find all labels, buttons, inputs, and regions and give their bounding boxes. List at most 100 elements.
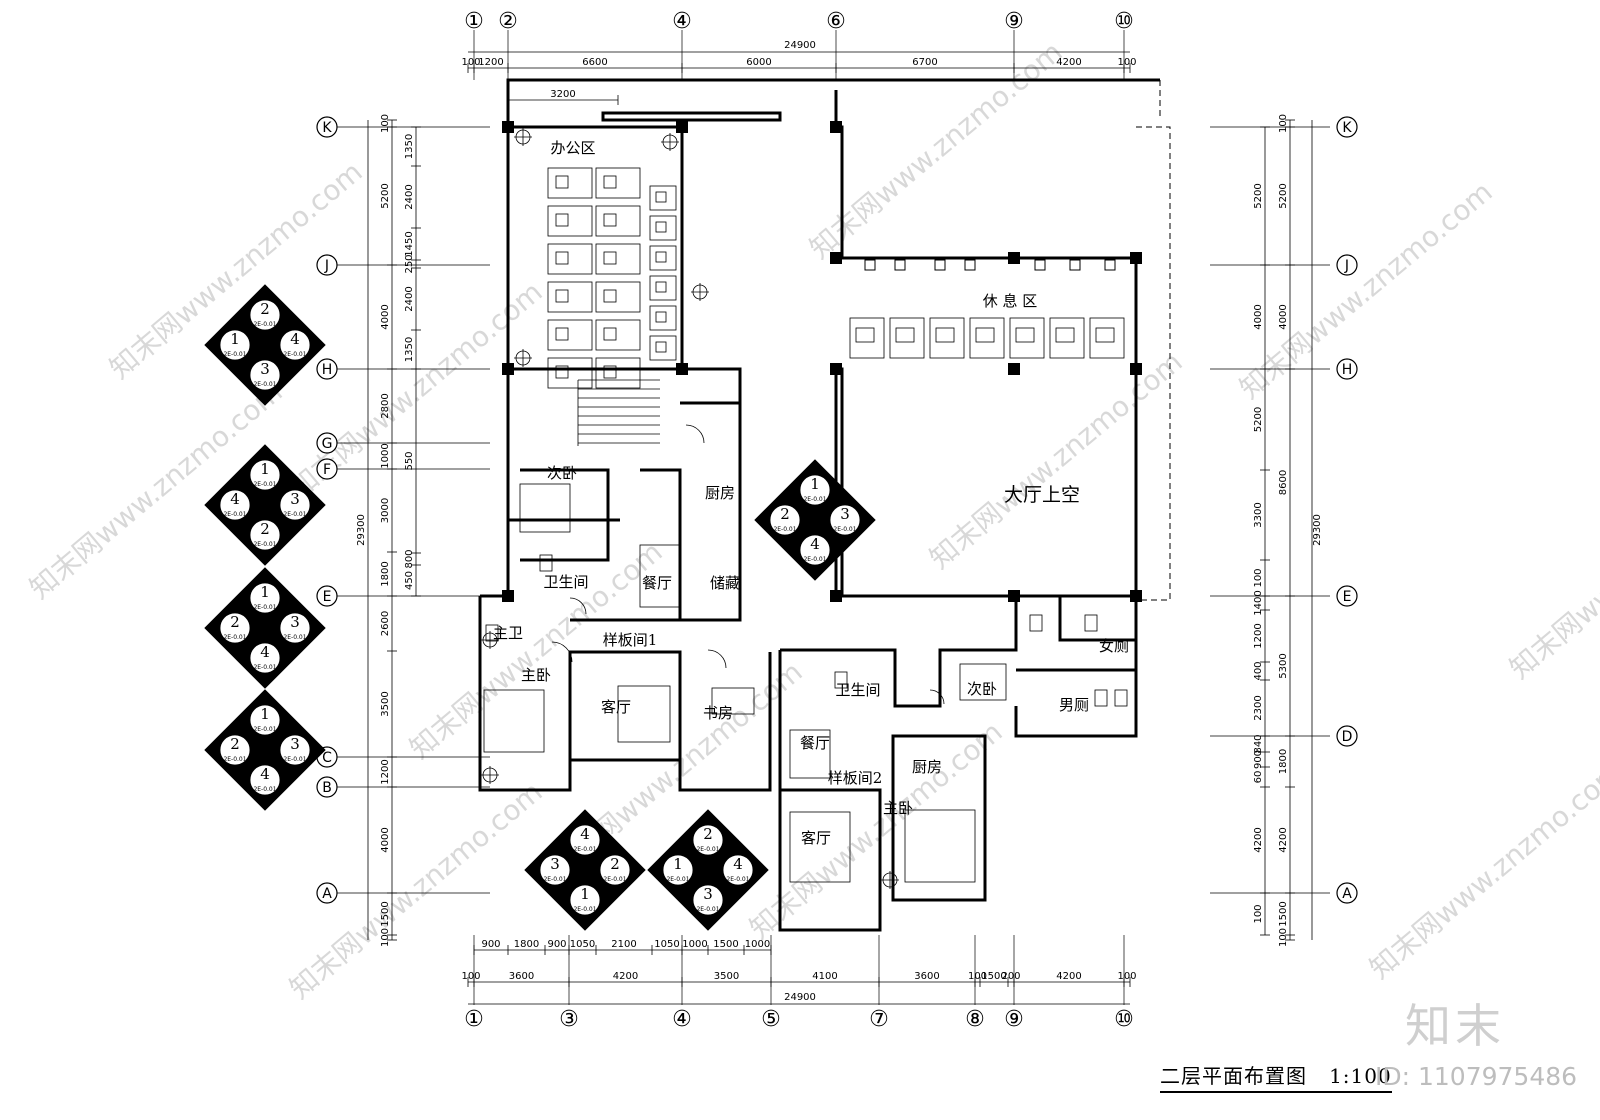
right-dim-inner-value: 400 — [1253, 661, 1264, 680]
left-dim-outer-value: 3500 — [380, 691, 391, 716]
left-total-dim: 29300 — [356, 514, 367, 546]
axis-row-right — [1336, 882, 1358, 904]
axis-row-left-label: F — [323, 462, 331, 478]
index-ref: 2E-0.01 — [696, 906, 719, 913]
top-dim-value: 1200 — [478, 57, 503, 68]
plant-leaves — [514, 349, 532, 367]
door-swing — [569, 597, 587, 615]
index-number: 4 — [733, 855, 743, 873]
index-ref: 2E-0.01 — [253, 786, 276, 793]
index-circle — [219, 734, 251, 766]
index-ref: 2E-0.01 — [283, 351, 306, 358]
axis-row-left-label: B — [322, 780, 332, 796]
index-ref: 2E-0.01 — [543, 876, 566, 883]
bottom-dim-2-value: 3600 — [914, 971, 939, 982]
top-total-dim: 24900 — [784, 40, 816, 51]
axis-row-left — [316, 358, 338, 380]
axis-bottom-label: ⑩ — [1114, 1007, 1134, 1032]
furniture — [481, 128, 1128, 889]
right-dim-outer-value: 100 — [1278, 928, 1289, 947]
index-number: 3 — [290, 613, 300, 631]
axis-row-right — [1336, 585, 1358, 607]
wall-13 — [778, 788, 882, 932]
office-chair — [555, 365, 569, 379]
index-ref: 2E-0.01 — [573, 906, 596, 913]
room-label: 样板间2 — [828, 769, 883, 787]
toilet — [1114, 689, 1128, 707]
office-chair — [655, 221, 667, 233]
bottom-dim-2-value: 100 — [1117, 971, 1136, 982]
toilet — [1029, 614, 1043, 632]
right-dim-inner-value: 2300 — [1253, 695, 1264, 720]
title-text: 二层平面布置图 — [1160, 1064, 1307, 1088]
office-desk-right — [649, 215, 677, 241]
watermark-text: 知末网www.znzmo.com — [403, 535, 668, 765]
window-box — [964, 259, 976, 271]
index-ref: 2E-0.01 — [603, 876, 626, 883]
room-label: 男厕 — [1059, 696, 1089, 714]
left-dim-inner-value: 2400 — [404, 184, 415, 209]
room-label: 主卧 — [883, 799, 913, 817]
index-number: 1 — [230, 330, 240, 348]
room-label: 厨房 — [912, 758, 942, 776]
left-dim-outer-value: 5200 — [380, 183, 391, 208]
office-chair — [655, 191, 667, 203]
index-ref: 2E-0.01 — [726, 876, 749, 883]
index-circle — [692, 884, 724, 916]
wall-16 — [1058, 596, 1136, 642]
wall-10 — [520, 468, 610, 562]
right-dim-inner-value: 4000 — [1253, 304, 1264, 329]
office-chair — [655, 311, 667, 323]
index-ref: 2E-0.01 — [803, 496, 826, 503]
room-label: 大厅上空 — [1004, 484, 1080, 506]
watermark-text: 知末网www.znzmo.com — [1363, 755, 1600, 985]
index-circle — [769, 504, 801, 536]
index-circle — [279, 734, 311, 766]
right-dim-inner-value: 1400 — [1253, 590, 1264, 615]
index-ref: 2E-0.01 — [223, 351, 246, 358]
lounge-sofa — [889, 317, 925, 359]
axis-bottom-label: ⑨ — [1004, 1007, 1024, 1032]
axis-top-label: ④ — [672, 9, 692, 34]
room-label: 办公区 — [550, 139, 595, 157]
index-number: 1 — [810, 475, 820, 493]
index-circle — [249, 359, 281, 391]
lounge-sofa — [929, 317, 965, 359]
bed — [483, 689, 545, 753]
axis-bottom-label: ⑤ — [761, 1007, 781, 1032]
index-circle — [279, 329, 311, 361]
right-dim-inner-value: 5200 — [1253, 407, 1264, 432]
axis-row-right-label: D — [1342, 729, 1353, 745]
index-ref: 2E-0.01 — [253, 664, 276, 671]
room-label: 次卧 — [967, 680, 997, 698]
wall-12 — [780, 594, 1138, 738]
index-circle — [569, 824, 601, 856]
column — [502, 121, 514, 133]
room-labels: 办公区休 息 区大厅上空次卧厨房卫生间餐厅储藏样板间1主卫主卧客厅书房卫生间次卧… — [493, 139, 1129, 847]
wall-14 — [891, 734, 987, 902]
top-dim-value: 6000 — [746, 57, 771, 68]
index-circle — [249, 582, 281, 614]
index-ref: 2E-0.01 — [253, 541, 276, 548]
index-circle — [219, 612, 251, 644]
wall-8 — [680, 401, 742, 560]
bottom-dim-2-value: 4200 — [1056, 971, 1081, 982]
wall-2 — [601, 111, 782, 122]
bottom-dim-2-value: 100 — [968, 971, 987, 982]
index-circle — [219, 489, 251, 521]
wall-4 — [508, 367, 742, 622]
axis-row-left — [316, 432, 338, 454]
column — [502, 363, 514, 375]
toilet — [1084, 614, 1098, 632]
sofa — [617, 685, 671, 743]
office-desk-right — [649, 305, 677, 331]
room-label: 女厕 — [1099, 637, 1129, 655]
left-dim-outer-value: 100 — [380, 114, 391, 133]
office-chair — [555, 213, 569, 227]
watermark-text: 知末网www.znzmo.com — [743, 715, 1008, 945]
index-ref: 2E-0.01 — [283, 634, 306, 641]
void-outline — [1136, 80, 1171, 601]
